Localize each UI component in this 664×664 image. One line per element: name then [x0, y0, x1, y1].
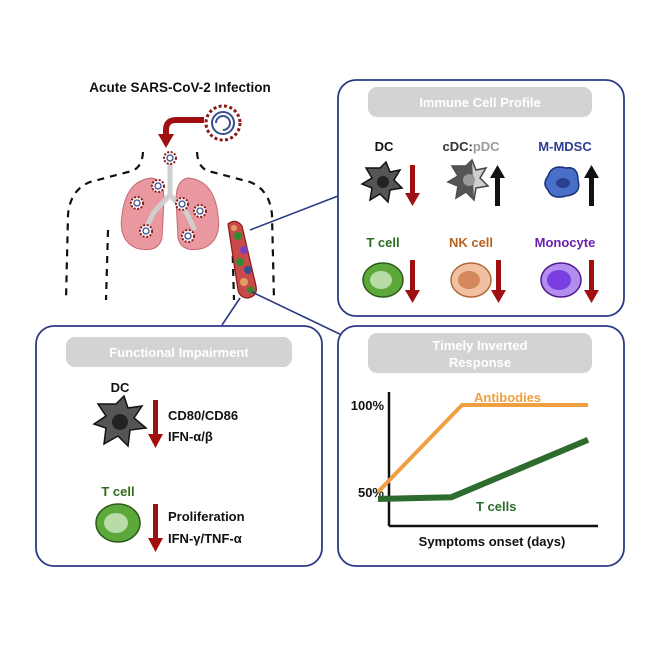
nk-cell-icon [450, 262, 492, 298]
cdc-pdc-label: cDC:pDC [442, 139, 500, 154]
ytick-100: 100% [351, 398, 385, 413]
tcells-series-label: T cells [476, 499, 516, 514]
monocyte-cell-icon [540, 262, 582, 298]
x-axis-label: Symptoms onset (days) [419, 534, 566, 549]
body-outline [64, 151, 276, 301]
timely-header-line2: Response [449, 355, 511, 370]
func-dc-marker-1: CD80/CD86 [168, 408, 238, 423]
cdc-pdc-cell-icon [446, 158, 490, 202]
chart-axes [387, 392, 598, 528]
timely-header-line1: Timely Inverted [432, 338, 527, 353]
immune-profile-header-text: Immune Cell Profile [419, 95, 540, 110]
m-mdsc-cell-icon [544, 166, 580, 198]
nk-cell-label: NK cell [449, 235, 493, 250]
func-tcell-label: T cell [101, 484, 134, 499]
virus-icon [204, 104, 242, 142]
func-dc-down-arrow-icon [148, 400, 163, 448]
m-mdsc-label: M-MDSC [538, 139, 592, 154]
dc-cell-icon [360, 160, 404, 204]
antibodies-series-label: Antibodies [474, 390, 541, 405]
t-cell-icon [362, 262, 404, 298]
dc-label: DC [375, 139, 394, 154]
immune-profile-header [368, 87, 592, 117]
func-tcell-down-arrow-icon [148, 504, 163, 552]
func-dc-label: DC [111, 380, 130, 395]
t-cell-down-arrow-icon [405, 260, 420, 303]
ytick-50: 50% [358, 485, 384, 500]
figure-title: Acute SARS-CoV-2 Infection [89, 80, 271, 95]
nk-cell-down-arrow-icon [491, 260, 506, 303]
infection-arrowhead [158, 134, 174, 148]
t-cell-label: T cell [366, 235, 399, 250]
infection-arrow-icon [163, 117, 204, 138]
cdc-pdc-up-arrow-icon [490, 165, 505, 206]
functional-header [66, 337, 292, 367]
dc-down-arrow-icon [405, 165, 420, 206]
series-line-t-cells [377, 437, 590, 502]
panel-connectors [221, 195, 349, 339]
series-line-antibodies [376, 403, 588, 494]
chart-lines [376, 403, 590, 502]
func-dc-marker-2: IFN-α/β [168, 429, 213, 444]
func-dc-cell-icon [92, 394, 148, 448]
timely-panel [337, 325, 625, 567]
lung-virus-particles [130, 151, 207, 243]
timely-header [368, 333, 592, 373]
immune-profile-panel [337, 79, 625, 317]
func-tcell-icon [95, 503, 141, 543]
func-tcell-marker-1: Proliferation [168, 509, 245, 524]
functional-header-text: Functional Impairment [109, 345, 249, 360]
monocyte-label: Monocyte [535, 235, 596, 250]
m-mdsc-up-arrow-icon [584, 165, 599, 206]
monocyte-down-arrow-icon [584, 260, 599, 303]
func-tcell-marker-2: IFN-γ/TNF-α [168, 531, 242, 546]
